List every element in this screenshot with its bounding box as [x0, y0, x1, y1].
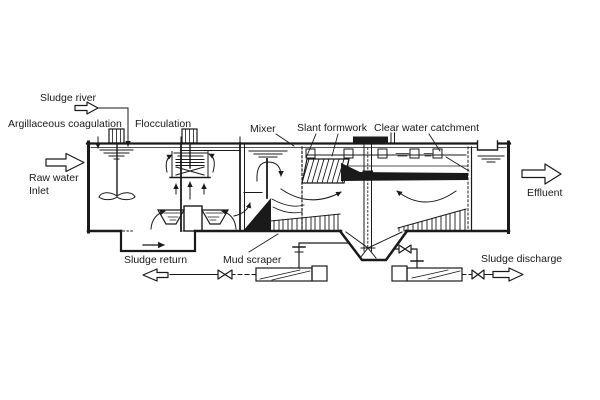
sludge-piping [169, 242, 494, 282]
effluent-arrow-icon [521, 163, 562, 185]
propeller-icon [98, 192, 136, 201]
water-surface-icon [477, 155, 505, 163]
labels: Sludge river Argillaceous coagulation Fl… [8, 92, 562, 266]
label-argillaceous-coagulation: Argillaceous coagulation [8, 118, 122, 130]
leader-lines [248, 133, 441, 253]
return-pump-motor [311, 265, 328, 282]
label-sludge-discharge: Sludge discharge [481, 253, 562, 265]
label-mixer: Mixer [250, 123, 276, 135]
sludge-discharge-arrow-icon [492, 267, 524, 282]
water-surface-icon [173, 152, 208, 157]
sludge-return-arrow-icon [142, 268, 169, 282]
flocculation-tank [150, 128, 241, 232]
label-effluent: Effluent [527, 187, 562, 199]
sludge-river-arrow-icon [74, 101, 99, 115]
label-slant-formwork: Slant formwork [297, 122, 368, 134]
raw-water-arrow-icon [45, 152, 85, 173]
coagulation-tank [95, 128, 136, 201]
water-surface-icon [99, 149, 134, 160]
flow-arrows [45, 101, 562, 282]
discharge-pump-body [406, 267, 463, 282]
mixing-chamber [233, 150, 305, 231]
valve-icon [471, 269, 485, 280]
outlet-weir [476, 140, 499, 151]
label-sludge-river: Sludge river [40, 92, 97, 104]
coagulation-mixer-motor [104, 128, 129, 145]
valve-icon [398, 244, 412, 254]
label-clear-water-catchment: Clear water catchment [374, 122, 479, 134]
label-mud-scraper: Mud scraper [223, 254, 282, 266]
valve-icon [217, 269, 233, 280]
return-riser-pipe [298, 242, 350, 269]
effluent-chamber [476, 139, 505, 163]
discharge-pump-motor [391, 265, 408, 282]
label-sludge-return: Sludge return [124, 254, 187, 266]
water-surface-icon [248, 150, 288, 158]
sludge-funnels [156, 205, 230, 232]
label-flocculation: Flocculation [135, 118, 191, 130]
collection-troughs [305, 148, 470, 172]
label-raw-water: Raw water [29, 172, 79, 184]
discharge-riser-pipe [393, 248, 418, 268]
deflector-wedge [243, 198, 271, 231]
return-pump-body [255, 267, 313, 282]
settling-tank [270, 132, 470, 259]
scraper-rakes [270, 208, 467, 232]
flocculation-mixer-motor [177, 128, 202, 145]
label-inlet: Inlet [29, 185, 49, 197]
scraper-column [345, 132, 403, 259]
